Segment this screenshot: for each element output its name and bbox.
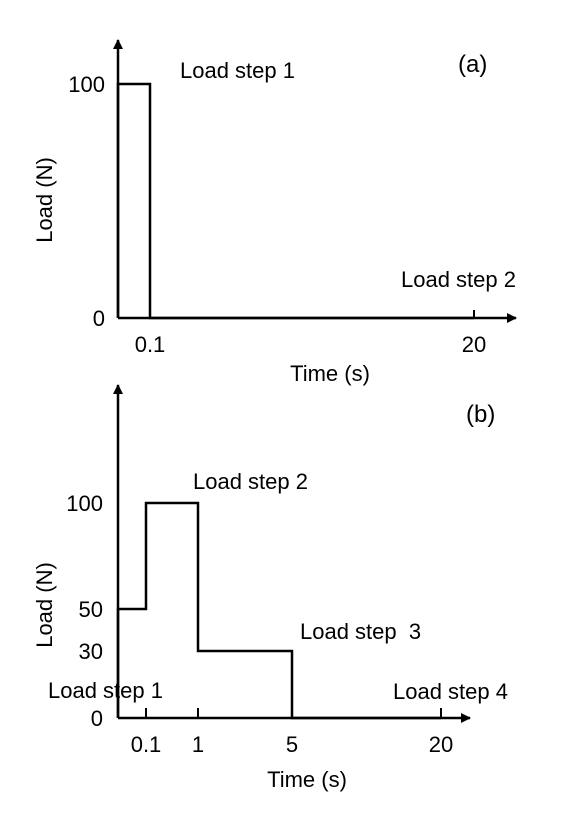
panel-b-annotation-load-step-2: Load step 2 [193, 469, 308, 494]
panel-b-annotation-load-step-4: Load step 4 [393, 679, 508, 704]
panel-b-x-tick-label: 20 [429, 732, 453, 757]
panel-b-y-tick-label: 50 [79, 597, 103, 622]
panel-b-xlabel: Time (s) [267, 767, 347, 792]
panel-b-y-tick-label: 100 [66, 491, 103, 516]
panel-a-annotation-load-step-1: Load step 1 [180, 58, 295, 83]
panel-a-y-tick-label: 0 [93, 306, 105, 331]
panel-b-ylabel: Load (N) [32, 562, 57, 648]
panel-b-annotation-load-step-1: Load step 1 [48, 678, 163, 703]
panel-a-ylabel: Load (N) [32, 157, 57, 243]
panel-a-annotation-load-step-2: Load step 2 [401, 267, 516, 292]
panel-b-y-tick-label: 30 [79, 639, 103, 664]
panel-a-label: (a) [458, 51, 487, 78]
panel-b-x-tick-label: 1 [192, 732, 204, 757]
panel-a-load-series [116, 82, 474, 320]
panel-b-annotation-load-step-3: Load step 3 [300, 619, 421, 644]
panel-a-xlabel: Time (s) [290, 361, 370, 386]
panel-a-x-tick-label: 20 [462, 332, 486, 357]
panel-b-label: (b) [466, 401, 495, 428]
panel-b-y-tick-label: 0 [91, 706, 103, 731]
panel-b: 0.1 1 5 20 0 30 50 100 (b) Load (N) Time (s) Lo… [32, 384, 508, 792]
panel-b-x-tick-label: 5 [286, 732, 298, 757]
panel-b-load-series [116, 501, 441, 720]
panel-a: 0.1 20 0 100 (a) Load (N) Time (s) Load ste… [32, 39, 517, 386]
panel-a-x-tick-label: 0.1 [135, 332, 166, 357]
panel-a-y-tick-label: 100 [68, 72, 105, 97]
panel-b-x-tick-label: 0.1 [131, 732, 162, 757]
